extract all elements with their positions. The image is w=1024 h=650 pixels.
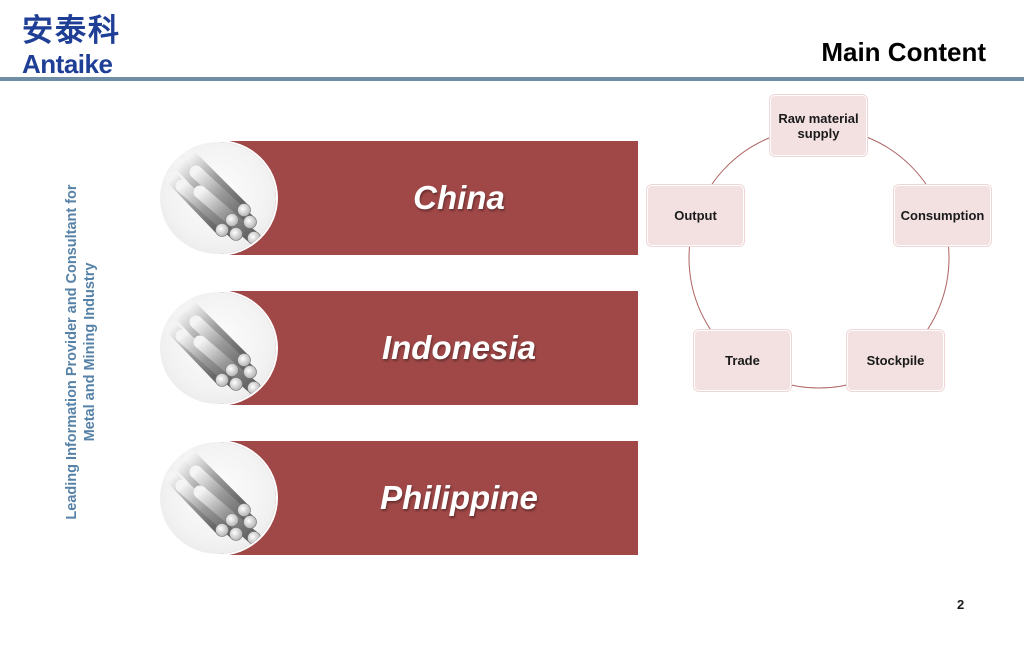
country-label: China — [160, 141, 698, 255]
country-band-china: China — [160, 141, 638, 255]
tagline-line-1: Leading Information Provider and Consult… — [64, 184, 80, 520]
company-logo: 安泰科 Antaike — [22, 12, 162, 82]
metal-rods-icon — [165, 449, 261, 545]
cycle-node-trade: Trade — [694, 330, 791, 391]
country-label-text: Indonesia — [381, 329, 537, 366]
country-label: Indonesia — [160, 291, 698, 405]
metal-rods-icon — [165, 149, 261, 245]
logo-chinese-text: 安泰科 — [22, 13, 121, 49]
country-band-bar — [220, 291, 638, 405]
slide-title: Main Content — [821, 37, 986, 67]
country-band-bar — [220, 441, 638, 555]
tagline-line-2: Metal and Mining Industry — [82, 262, 98, 442]
page-number: 2 — [957, 597, 965, 612]
metal-rods-image — [160, 292, 276, 404]
country-band-bar — [220, 141, 638, 255]
cycle-node-raw-material-supply: Raw material supply — [770, 95, 867, 156]
country-band-philippine: Philippine — [160, 441, 638, 555]
metal-rods-image — [160, 142, 276, 254]
header-divider — [0, 77, 1024, 81]
cycle-node-stockpile: Stockpile — [847, 330, 944, 391]
country-label-text: China — [413, 179, 505, 216]
country-band-indonesia: Indonesia — [160, 291, 638, 405]
metal-rods-icon — [165, 299, 261, 395]
vertical-tagline: Leading Information Provider and Consult… — [63, 142, 99, 562]
country-label-text: Philippine — [380, 479, 538, 516]
country-label: Philippine — [160, 441, 698, 555]
cycle-node-output: Output — [647, 185, 744, 246]
cycle-diagram: Raw material supply Consumption Stockpil… — [640, 88, 1000, 398]
cycle-node-consumption: Consumption — [894, 185, 991, 246]
logo-english-text: Antaike — [22, 49, 113, 79]
metal-rods-image — [160, 442, 276, 554]
